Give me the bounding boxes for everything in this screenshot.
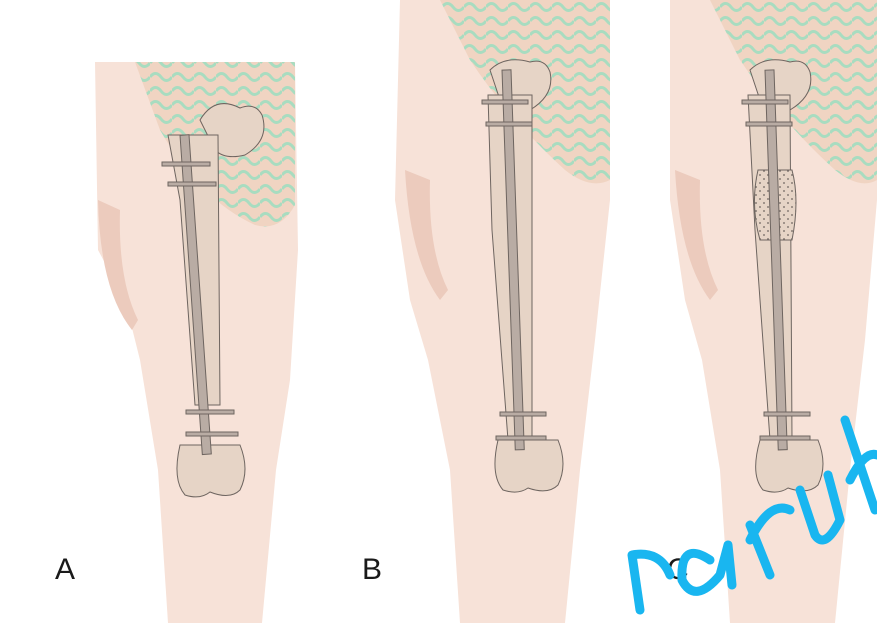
- panel-label-b: B: [362, 553, 382, 587]
- leg-diagram-b: [310, 0, 610, 623]
- panel-label-c: C: [667, 553, 689, 587]
- screw-icon: [186, 410, 234, 414]
- femur-condyles: [756, 440, 823, 492]
- panel-label-a: A: [55, 553, 75, 587]
- femur-condyles: [495, 440, 563, 492]
- leg-diagram-c: [610, 0, 877, 623]
- screw-icon: [742, 100, 788, 104]
- screw-icon: [486, 122, 532, 126]
- leg-diagram-a: [40, 0, 310, 623]
- screw-icon: [764, 412, 810, 416]
- screw-icon: [500, 412, 546, 416]
- screw-icon: [760, 436, 810, 440]
- screw-icon: [168, 182, 216, 186]
- screw-icon: [186, 432, 238, 436]
- panel-c: C: [610, 0, 877, 623]
- screw-icon: [162, 162, 210, 166]
- panel-a: A: [40, 0, 310, 623]
- panel-b: B: [310, 0, 610, 623]
- screw-icon: [746, 122, 792, 126]
- screw-icon: [482, 100, 528, 104]
- screw-icon: [496, 436, 546, 440]
